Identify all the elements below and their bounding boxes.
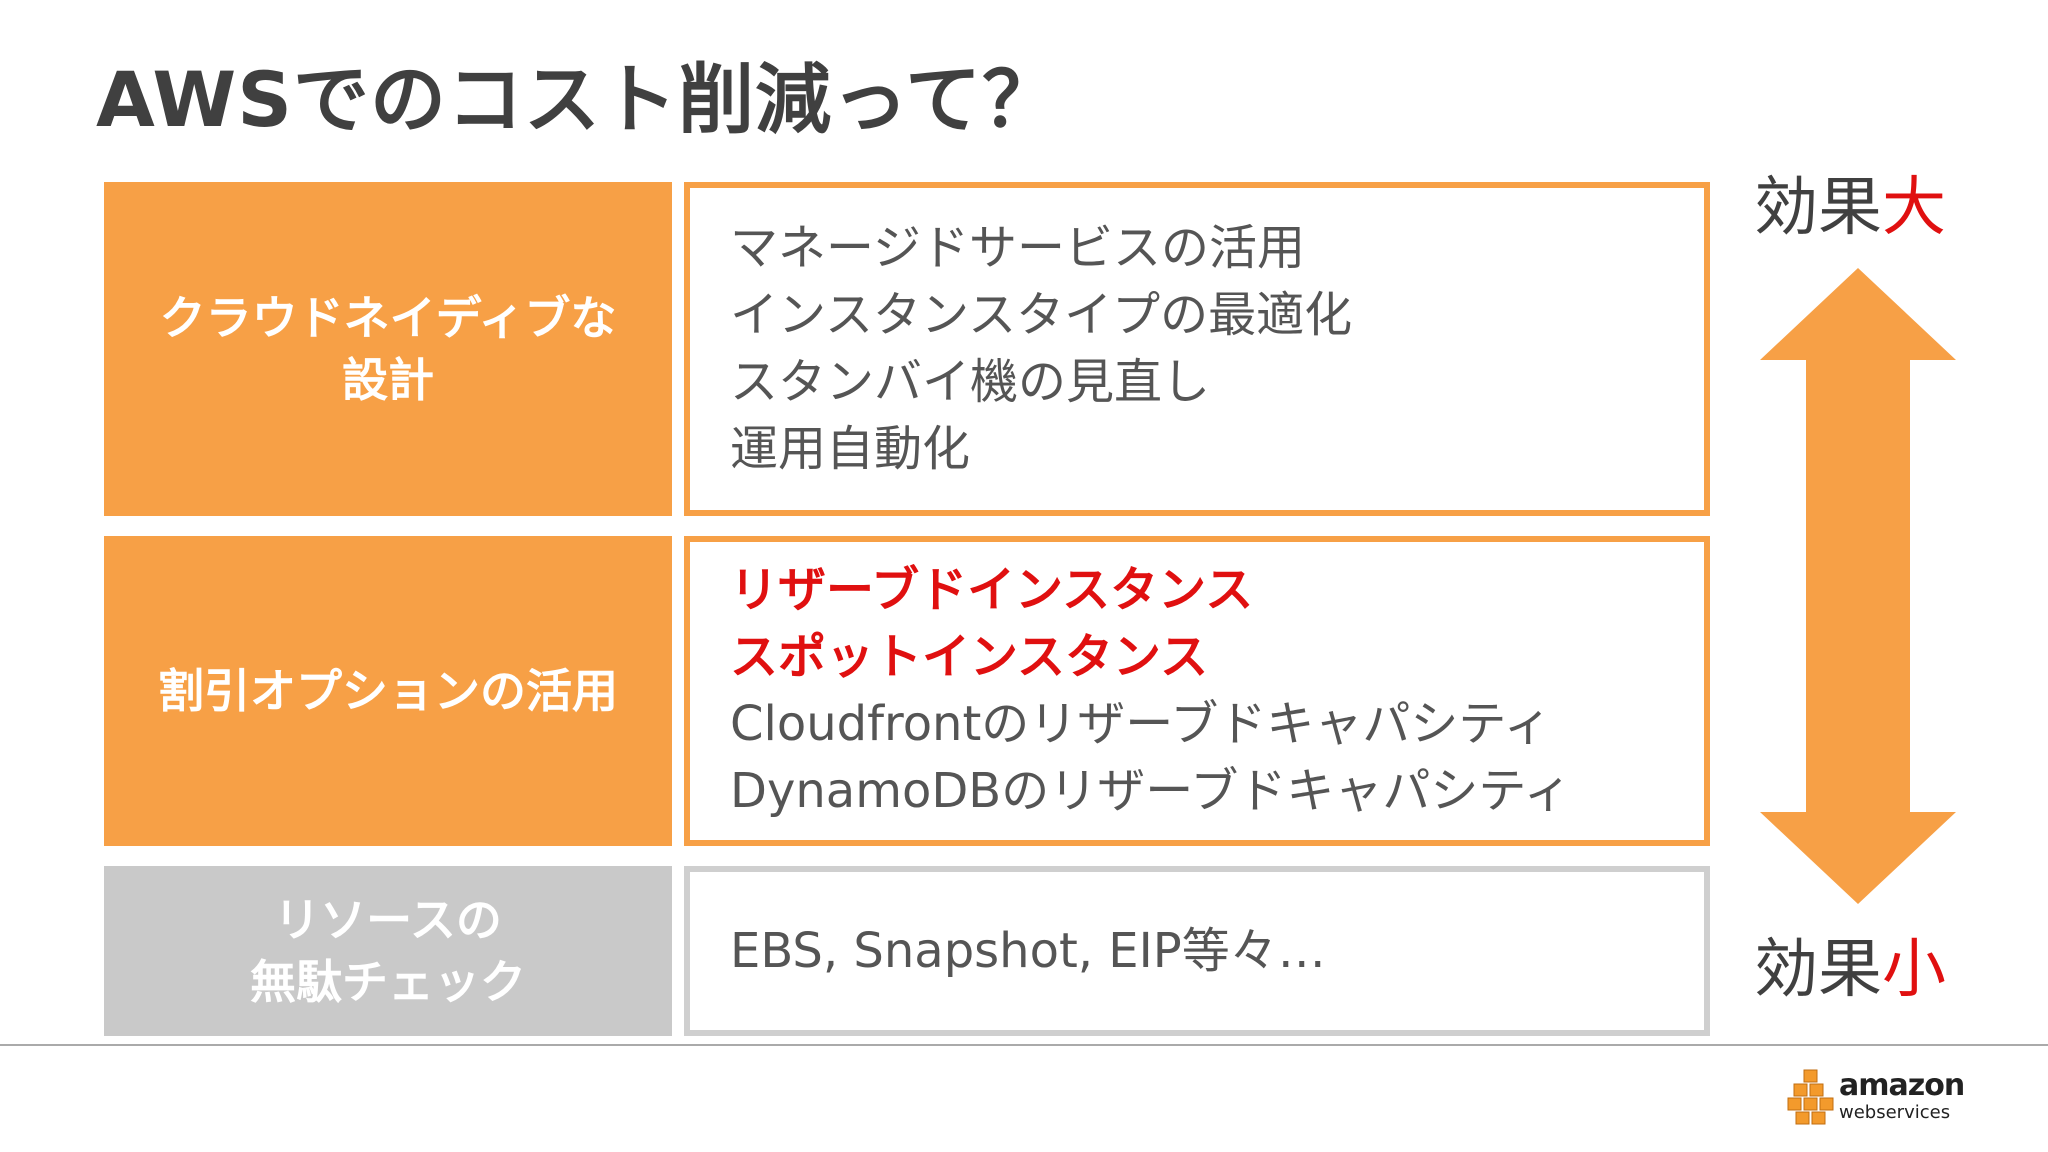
effect-prefix: 効果 [1754,933,1882,1007]
effect-low-label: 効果小 [1754,918,1946,1010]
logo-text-webservices: webservices [1839,1102,1951,1123]
effect-prefix: 効果 [1754,171,1882,245]
category-cloud-native: クラウドネイディブな 設計 [104,182,672,516]
effect-suffix: 小 [1882,933,1946,1007]
items-cloud-native: マネージドサービスの活用 インスタンスタイプの最適化 スタンバイ機の見直し 運用… [684,182,1710,516]
category-discount-options: 割引オプションの活用 [104,536,672,846]
effect-high-label: 効果大 [1754,156,1946,248]
aws-logo: amazon webservices [1786,1068,1986,1130]
list-item: マネージドサービスの活用 [730,220,1306,276]
footer-divider [0,1044,2048,1046]
category-resource-waste: リソースの 無駄チェック [104,866,672,1036]
double-arrow-icon [1760,268,1956,904]
slide-title: AWSでのコスト削減って？ [96,55,1060,144]
effect-suffix: 大 [1882,171,1946,245]
list-item: EBS, Snapshot, EIP等々… [730,923,1326,979]
list-item: 運用自動化 [730,421,971,477]
list-item: Cloudfrontのリザーブドキャパシティ [730,696,1552,752]
list-item: インスタンスタイプの最適化 [730,287,1353,343]
list-item: スタンバイ機の見直し [730,354,1211,410]
category-label: 設計 [342,353,434,407]
category-label: リソースの [274,893,502,947]
aws-cubes-icon [1787,1069,1834,1125]
highlight-item: リザーブドインスタンス [730,562,1254,618]
items-discount-options: リザーブドインスタンス スポットインスタンス Cloudfrontのリザーブドキ… [684,536,1710,846]
logo-text-amazon: amazon [1839,1068,1965,1103]
items-resource-waste: EBS, Snapshot, EIP等々… [684,866,1710,1036]
highlight-item: スポットインスタンス [730,629,1209,685]
category-label: クラウドネイディブな [159,291,617,345]
list-item: DynamoDBのリザーブドキャパシティ [730,763,1572,819]
category-label: 無駄チェック [250,955,526,1009]
category-label: 割引オプションの活用 [158,664,618,718]
